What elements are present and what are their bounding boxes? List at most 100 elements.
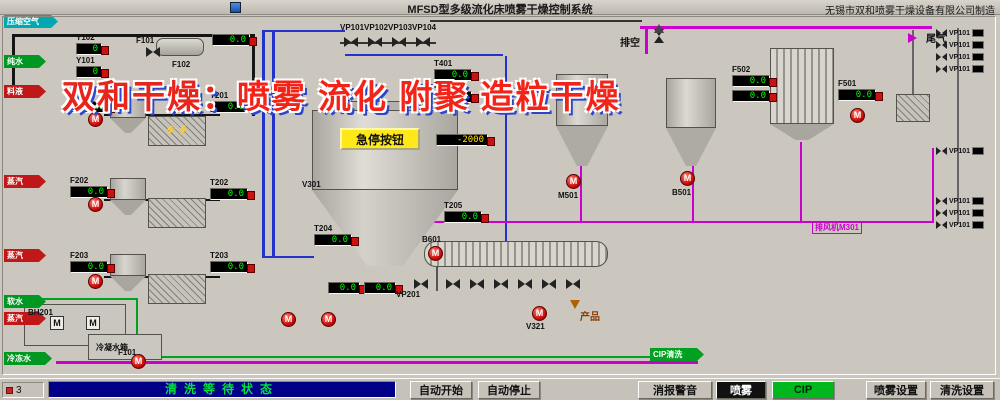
spray-button[interactable]: 喷雾 [716,381,766,399]
valve-label: VP101 [949,197,971,205]
air-heater-3 [148,274,206,304]
pump-F501[interactable]: M [850,108,865,123]
agitator-motor[interactable]: M [50,316,64,330]
sensor-value-display: 0.0 [212,34,257,46]
sensor-value-display: 0.0 [210,101,255,113]
cyclone-2-body [666,78,716,128]
pipe-valve[interactable] [368,36,382,48]
pipe-valve[interactable] [344,36,358,48]
equipment-tag: VP104 [412,23,437,32]
pump-V321[interactable]: M [532,306,547,321]
pump-P201[interactable]: M [88,112,103,127]
pipe-valve[interactable] [416,36,430,48]
agitator-motor[interactable]: M [86,316,100,330]
valve-indicator [972,65,985,73]
pipe-valve[interactable] [494,278,508,290]
pump-PB2[interactable]: M [321,312,336,327]
sensor-label: T202 [210,178,229,187]
valve-indicator [972,221,985,229]
equipment-tag: VP103 [388,23,413,32]
sensor-label: F401 [434,81,453,90]
pipe-segment [252,34,255,116]
valve-group: VP101 [936,28,985,38]
manufacturer-label: 无锡市双和喷雾干燥设备有限公司制造 [825,6,995,17]
valve-indicator [972,147,985,155]
valve-label: VP101 [949,41,971,49]
alarm-indicator-icon [6,386,13,394]
pipe-valve[interactable] [518,278,532,290]
drying-chamber-body [312,110,458,190]
sensor-label: T401 [434,59,453,68]
sensor-value-display: 0.0 [210,261,255,273]
cip-button[interactable]: CIP [772,381,834,399]
sensor-value-display: 0.0 [732,75,777,87]
cyclone-1-cone [556,126,608,166]
sensor-value-display: 0.0 [314,234,359,246]
equipment-tag: VP101 [340,23,365,32]
pipe-valve[interactable] [146,46,160,58]
pump-F101[interactable]: M [131,354,146,369]
status-message: 清洗等待状态 [48,381,396,398]
sensor-value-display: 0.0 [434,91,479,103]
cyclone-a-cone [110,118,146,133]
valve-icon[interactable] [936,146,947,156]
sensor-vacuum: -2000 [436,134,495,146]
pipe-segment [932,148,934,222]
bh201-tank [24,304,126,346]
pipe-valve[interactable] [392,36,406,48]
valve-icon[interactable] [936,196,947,206]
valve-icon[interactable] [936,64,947,74]
sensor-label: Y102 [76,33,95,42]
pipe-valve[interactable] [470,278,484,290]
sensor-value-display: 0.0 [732,90,777,102]
pump-B601[interactable]: M [428,246,443,261]
valve-icon[interactable] [936,208,947,218]
sensor-value-display: 0.0 [838,89,883,101]
valve-indicator [972,53,985,61]
sensor-value-display: 0.0 [364,282,403,294]
valve-icon[interactable] [936,28,947,38]
app-icon [230,2,241,13]
sensor-value-display: 0 [76,43,109,55]
counter-value: 3 [16,384,22,396]
clean-settings-button[interactable]: 清洗设置 [930,381,994,399]
cyclone-c-cone [110,276,146,291]
valve-group: VP101 [936,220,985,230]
valve-indicator [972,29,985,37]
mute-alarm-button[interactable]: 消报警音 [638,381,712,399]
equipment-tag: VP102 [364,23,389,32]
valve-icon[interactable] [936,40,947,50]
pipe-valve[interactable] [414,278,428,290]
pipe-segment [912,30,914,94]
pipe-valve[interactable] [542,278,556,290]
pump-P203[interactable]: M [88,274,103,289]
pump-P202[interactable]: M [88,197,103,212]
pipe-valve[interactable] [446,278,460,290]
pump-B501[interactable]: M [680,171,695,186]
pipe-segment [340,42,436,44]
pump-PB1[interactable]: M [281,312,296,327]
pipe-segment [265,30,345,32]
auto-start-button[interactable]: 自动开始 [410,381,472,399]
valve-icon[interactable] [936,220,947,230]
auto-stop-button[interactable]: 自动停止 [478,381,540,399]
pipe-segment [430,20,642,22]
pipe-segment [580,163,582,221]
process-schematic: ⚡⚡ 急停按钮 双和干燥：喷雾 流化 附聚 造粒干燥 压缩空气纯水料液蒸汽蒸汽软… [0,0,1000,378]
pipe-segment [505,56,507,254]
emergency-stop-button[interactable]: 急停按钮 [340,128,420,150]
valve-icon[interactable] [936,52,947,62]
sensor-label: F202 [70,176,89,185]
pipe-valve[interactable] [566,278,580,290]
pipe-segment [800,142,802,221]
pump-M501[interactable]: M [566,174,581,189]
valve-label: VP101 [949,29,971,37]
spray-settings-button[interactable]: 喷雾设置 [866,381,926,399]
air-heater-2 [148,198,206,228]
